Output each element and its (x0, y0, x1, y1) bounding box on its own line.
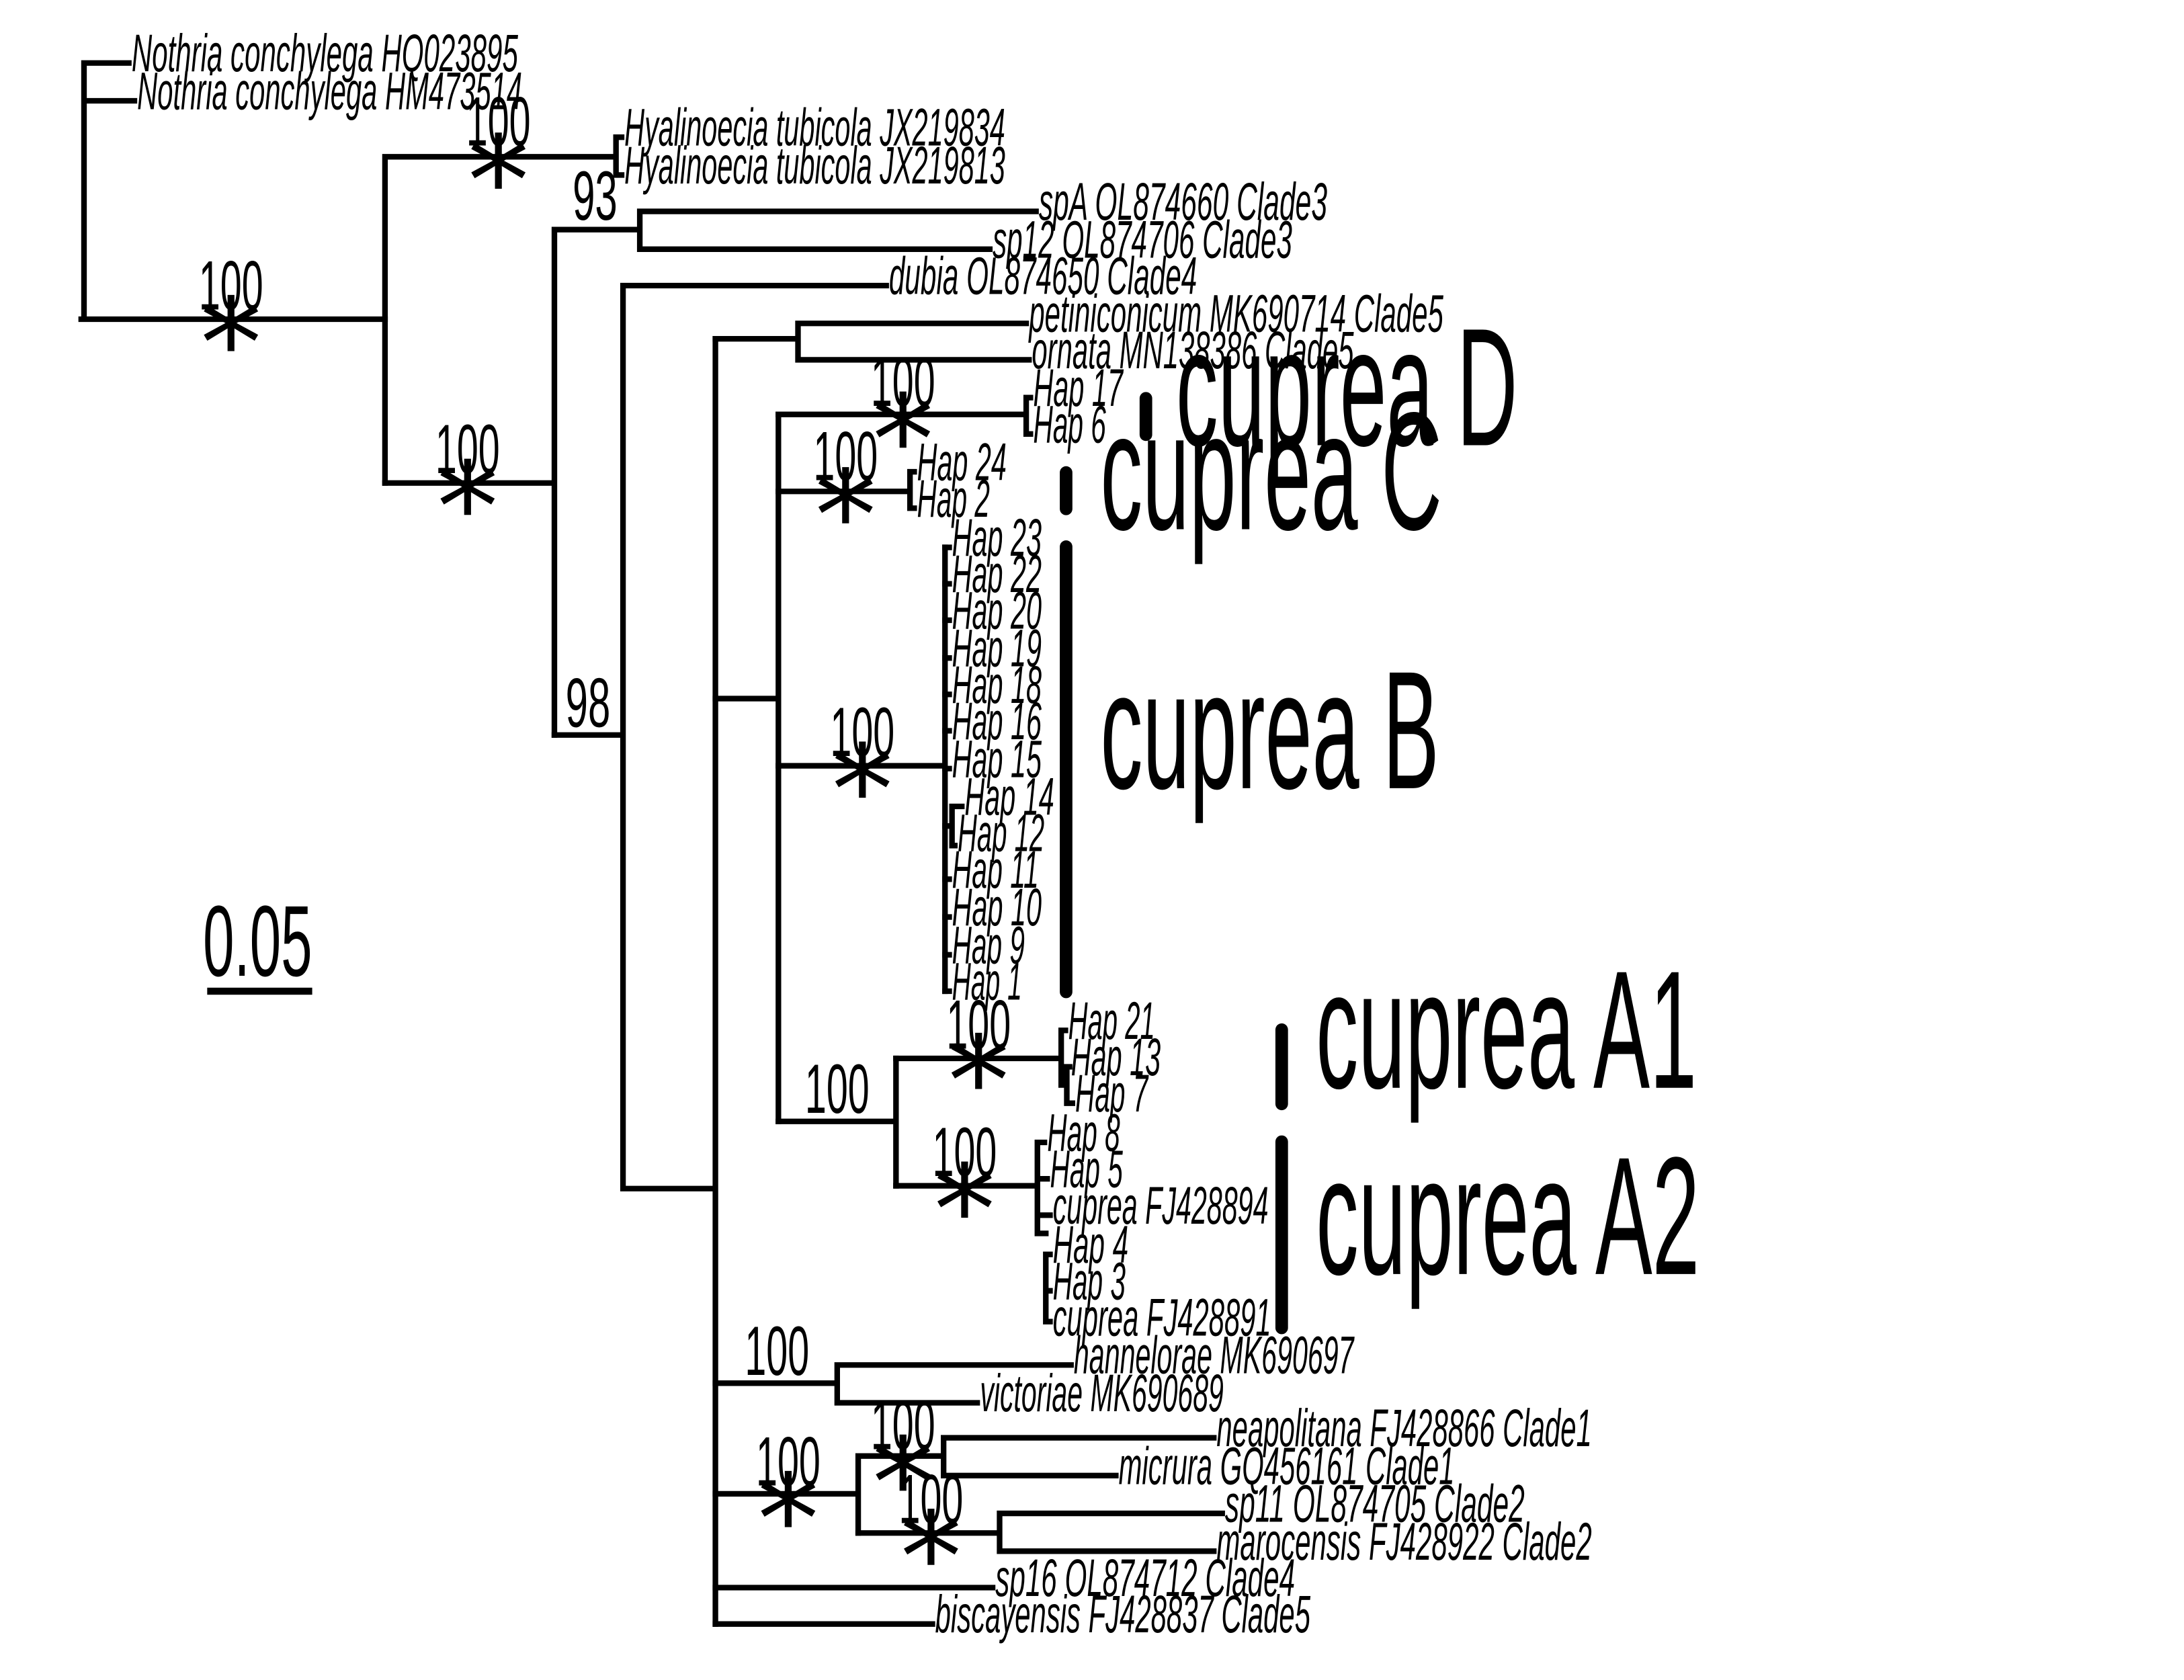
bootstrap-value: 100 (813, 418, 878, 496)
tip-label: spA OL874660 Clade3 (1039, 171, 1327, 231)
tip-label: Hap 11 (952, 839, 1039, 899)
tip-label: Hap 14 (964, 767, 1054, 827)
tip-label: biscayensis FJ428837 Clade5 (935, 1584, 1311, 1644)
tip-label: Nothria conchylega HQ023895 (132, 23, 519, 83)
asterisk-marker: * (934, 1140, 996, 1283)
tip-label: petiniconicum MK690714 Clade5 (1028, 284, 1443, 343)
tip-label: Hap 18 (952, 655, 1042, 714)
support-values: 100 100 100 93 98 100 100 100 100 100 10… (199, 83, 1011, 1539)
tip-label: Hap 20 (952, 580, 1042, 640)
clade-bar (1275, 1135, 1288, 1335)
bootstrap-value: 100 (933, 1114, 997, 1191)
tip-label: neapolitana FJ428866 Clade1 (1216, 1398, 1591, 1458)
scale-bar-label: 0.05 (203, 884, 312, 997)
asterisk-marker: * (900, 1486, 962, 1630)
tip-label: Hap 15 (952, 728, 1042, 788)
tip-label: Hap 19 (952, 618, 1042, 678)
clade-label-cuprea-b: cuprea B (1101, 636, 1439, 824)
tip-label: Hap 5 (1050, 1139, 1124, 1199)
tip-label: sp11 OL874705 Clade2 (1225, 1474, 1525, 1534)
clade-label-cuprea-c: cuprea C (1101, 378, 1442, 565)
asterisk-marker: * (872, 1413, 934, 1556)
tip-label: Hap 24 (917, 432, 1007, 492)
asterisk-marker: * (831, 720, 893, 863)
tip-label: Hap 23 (952, 507, 1042, 567)
bootstrap-value: 100 (899, 1461, 964, 1539)
tip-label: Hap 13 (1071, 1027, 1161, 1087)
tip-label: Hap 10 (952, 877, 1042, 937)
clade-bar (1060, 466, 1073, 515)
bootstrap-value: 100 (871, 1386, 935, 1464)
asterisk-marker: * (814, 445, 876, 588)
tip-label: cuprea FJ428894 (1053, 1175, 1269, 1235)
clade-bar (1275, 1023, 1288, 1111)
tip-label: Hap 7 (1075, 1063, 1149, 1123)
clade-label-cuprea-a2: cuprea A2 (1316, 1122, 1699, 1310)
scale-bar: 0.05 (203, 884, 312, 997)
tip-label: Hyalinoecia tubicola JX219834 (624, 97, 1005, 157)
tip-label: Hap 3 (1053, 1251, 1126, 1310)
tip-label: Hap 12 (958, 803, 1044, 863)
bootstrap-value: 100 (199, 247, 263, 325)
asterisk-marker: * (872, 370, 934, 513)
bootstrap-value: 93 (573, 157, 618, 235)
tip-label: Hap 6 (1034, 394, 1107, 454)
bootstrap-value: 100 (805, 1050, 870, 1128)
support-asterisks: * * * * * * * * * * * (200, 110, 1009, 1630)
tip-label: sp16 OL874712 Clade4 (995, 1548, 1295, 1607)
tip-label: sp12 OL874706 Clade3 (993, 209, 1292, 269)
bootstrap-value: 100 (756, 1423, 821, 1501)
asterisk-marker: * (757, 1449, 819, 1592)
tip-label: Hap 22 (952, 544, 1042, 603)
bootstrap-value: 98 (566, 664, 611, 742)
tip-label: Nothria conchylega HM473514 (137, 61, 522, 121)
bootstrap-value: 100 (946, 986, 1011, 1064)
tip-label: cuprea FJ428891 (1053, 1288, 1271, 1347)
tip-label: victoriae MK690689 (980, 1363, 1224, 1423)
tip-label: Hap 21 (1068, 991, 1155, 1050)
bootstrap-value: 100 (435, 411, 500, 489)
tip-label: Hap 17 (1034, 358, 1124, 417)
bootstrap-value: 100 (830, 694, 894, 771)
clade-label-cuprea-a1: cuprea A1 (1316, 936, 1697, 1124)
asterisk-marker: * (200, 273, 262, 416)
tip-label: Hap 2 (917, 468, 990, 528)
clade-bar (1139, 392, 1152, 442)
tip-label: marocensis FJ428922 Clade2 (1216, 1511, 1591, 1571)
bootstrap-value: 100 (871, 343, 935, 421)
asterisk-marker: * (948, 1011, 1009, 1154)
bootstrap-value: 100 (466, 83, 531, 161)
clade-label-cuprea-d: cuprea D (1176, 294, 1517, 481)
asterisk-marker: * (468, 110, 530, 253)
tip-label: Hap 1 (952, 952, 1022, 1011)
bootstrap-value: 100 (745, 1312, 809, 1390)
tip-label: micrura GQ456161 Clade1 (1119, 1435, 1455, 1495)
tree-branches (78, 60, 1225, 1627)
tip-label: dubia OL874650 Clade4 (889, 245, 1197, 305)
tip-label: Hap 4 (1053, 1214, 1129, 1274)
tip-label: ornata MN138386 Clade5 (1032, 320, 1354, 380)
tip-label: Hyalinoecia tubicola JX219813 (624, 135, 1005, 195)
tip-label: Hap 8 (1047, 1103, 1120, 1163)
asterisk-marker: * (437, 437, 499, 580)
tip-label: Hap 16 (952, 691, 1042, 751)
clade-bar (1060, 540, 1073, 999)
clade-annotations: cuprea D cuprea C cuprea B cuprea A1 cup… (1060, 294, 1699, 1335)
tip-label: hannelorae MK690697 (1074, 1325, 1355, 1385)
tip-label: Hap 9 (952, 915, 1025, 974)
tip-labels: Nothria conchylega HQ023895 Nothria conc… (132, 23, 1592, 1644)
